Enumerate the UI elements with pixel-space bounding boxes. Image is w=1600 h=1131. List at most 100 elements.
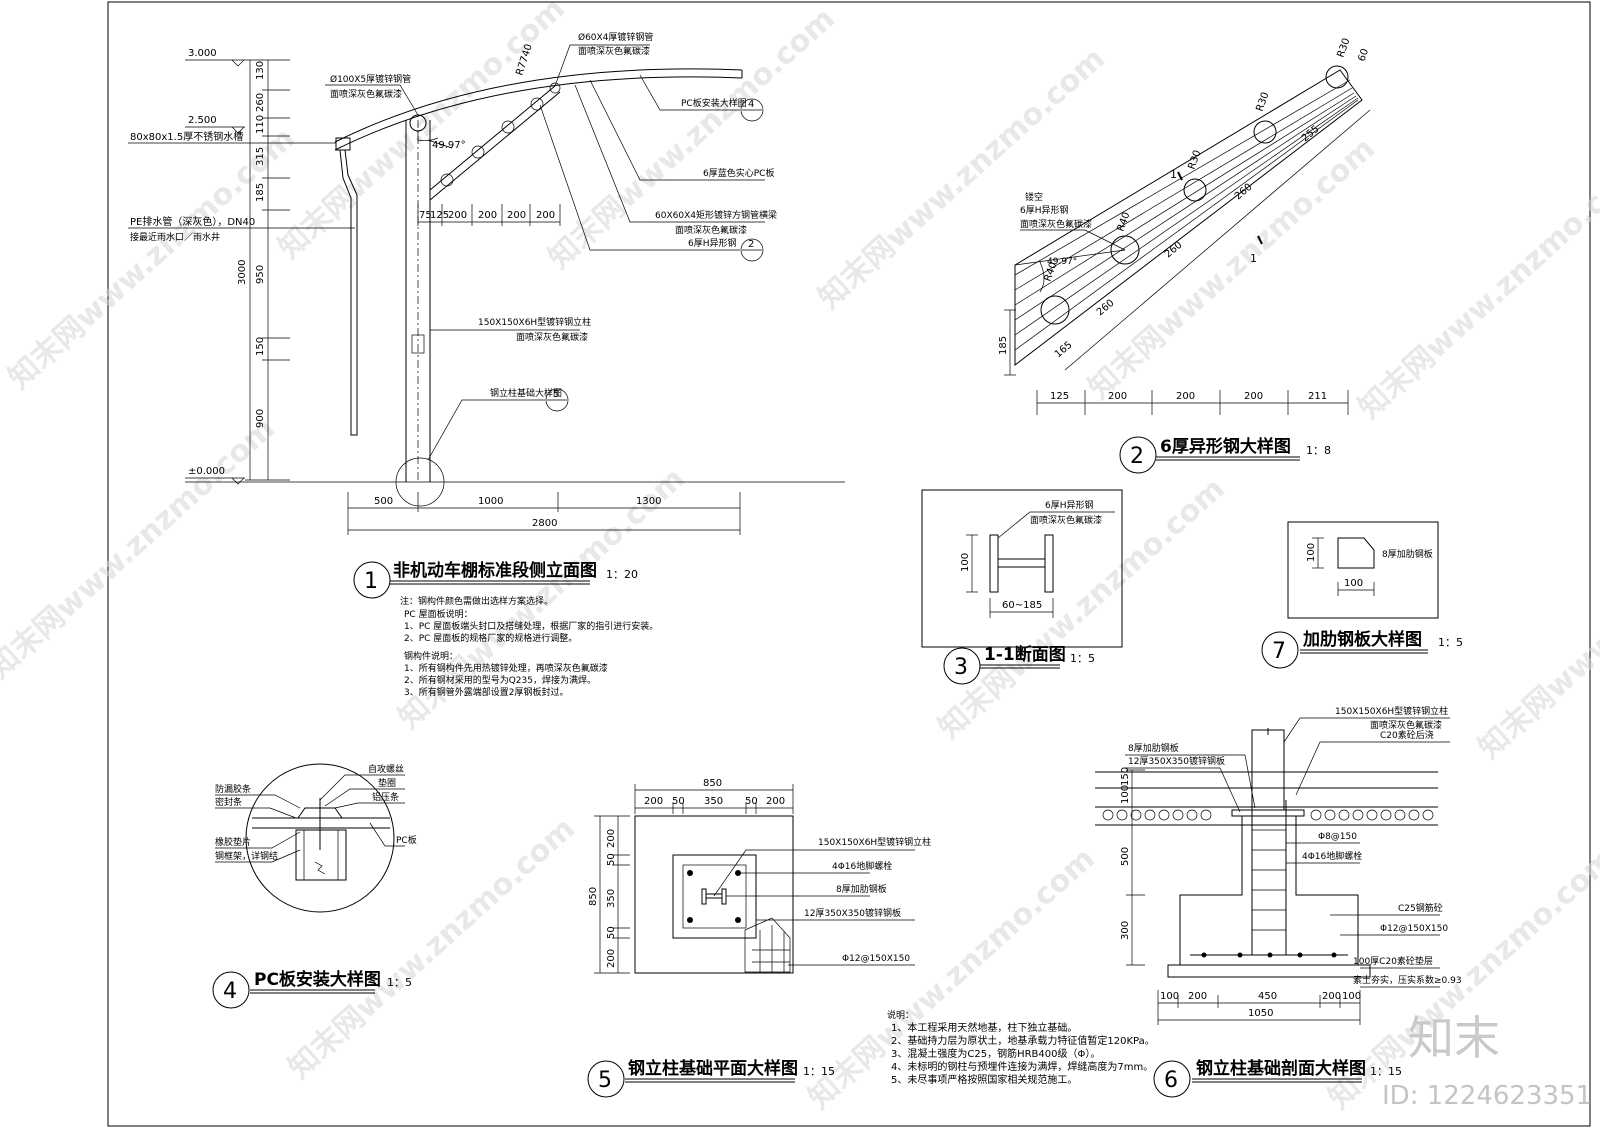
along-dim: 165: [1053, 340, 1075, 361]
hdim: 450: [1258, 991, 1277, 1002]
along-dim: 260: [1163, 240, 1185, 261]
cut-mark: 1: [1250, 252, 1257, 265]
pc-right-labels: 自攻螺丝 垫圈 铝压条 PC板: [319, 763, 417, 847]
annotation: 8厚加肋钢板: [836, 883, 887, 895]
hdim-total: 2800: [532, 518, 557, 529]
along-dim: 255: [1300, 124, 1322, 145]
annotation: 垫圈: [378, 777, 396, 789]
detail-title: PC板安装大样图: [254, 969, 381, 990]
watermark: 知末网www.znzmo.com: [932, 471, 1232, 746]
hdim: 1000: [478, 496, 503, 507]
annotation: 8厚加肋钢板: [1128, 742, 1179, 754]
left-dim: 200: [606, 829, 617, 848]
left-dim: 200: [606, 949, 617, 968]
beam-dim: 125: [430, 210, 449, 221]
footing-callout-circle: [395, 457, 445, 507]
ref-number: 2: [748, 239, 754, 250]
beam-dim: 200: [507, 210, 526, 221]
detail-number: 4: [223, 979, 237, 1004]
radius-label: R30: [1186, 149, 1203, 171]
annotation: 铝压条: [372, 791, 399, 803]
annotation: C20素砼后浇: [1380, 729, 1434, 741]
note-head: 说明：: [887, 1009, 914, 1021]
dim-60: 60: [1356, 47, 1371, 63]
section-label: 6厚H异形钢: [1045, 499, 1094, 511]
annotation: 4Φ16地脚螺栓: [832, 860, 892, 872]
vdim: 185: [255, 183, 266, 202]
hdim: 1300: [636, 496, 661, 507]
level-label: ±0.000: [188, 466, 225, 477]
hdim: 211: [1308, 391, 1327, 402]
annotation: Φ12@150X150: [842, 954, 910, 964]
annotation: 密封条: [215, 796, 242, 808]
vdim: 500: [1120, 847, 1131, 866]
watermark: 知末网www.znzmo.com: [272, 0, 572, 266]
annotation: 150X150X6H型镀锌钢立柱: [818, 836, 931, 848]
annotation: Φ8@150: [1318, 832, 1357, 842]
beam-dim: 200: [448, 210, 467, 221]
column-label: 150X150X6H型镀锌钢立柱: [478, 316, 591, 328]
detail-scale: 1：5: [387, 976, 412, 989]
annotation: 自攻螺丝: [368, 763, 404, 775]
elevation-leaders: Ø60X4厚镀锌钢管 面喷深灰色氟碳漆 Ø100X5厚镀锌钢管 面喷深灰色氟碳漆…: [325, 31, 777, 461]
ref-number: 5: [553, 389, 559, 400]
vdim: 900: [255, 409, 266, 428]
image-id: ID: 1224623351: [1382, 1081, 1592, 1111]
square-tube-sub: 面喷深灰色氟碳漆: [675, 224, 747, 236]
hdim: 100: [1160, 991, 1179, 1002]
vdim: 100: [960, 553, 971, 572]
detail-title: 1-1断面图: [984, 644, 1066, 665]
level-marks: 3.000 2.500 ±0.000: [185, 48, 245, 485]
gutter-and-drain: [128, 137, 358, 436]
pipe60-label: Ø60X4厚镀锌钢管: [578, 31, 653, 43]
vdim: 950: [255, 265, 266, 284]
gravel-pattern: [1102, 809, 1434, 821]
brand-logo: 知末: [1408, 1011, 1500, 1065]
detail-title: 钢立柱基础剖面大样图: [1196, 1058, 1366, 1079]
h-steel-label: 6厚H异形钢: [688, 237, 737, 249]
hdim: 500: [374, 496, 393, 507]
note-line: 1、本工程采用天然地基，柱下独立基础。: [891, 1021, 1077, 1034]
note-line: 3、所有钢管外露端部设置2厚钢板封过。: [404, 686, 568, 698]
vdim: 110: [255, 115, 266, 134]
beam-dim: 200: [536, 210, 555, 221]
detail-6-footing-section: 8厚加肋钢板 12厚350X350镀锌钢板 150X150X6H型镀锌钢立柱 面…: [1095, 705, 1462, 1098]
detail-scale: 1：5: [1438, 636, 1463, 649]
sheet-border: [107, 1, 1591, 1127]
detail-title: 6厚异形钢大样图: [1160, 436, 1291, 457]
vdim: 130: [255, 61, 266, 80]
note-head: 钢构件说明：: [404, 650, 458, 662]
level-label: 3.000: [188, 48, 217, 59]
annotation: Φ12@150X150: [1380, 924, 1448, 934]
hdim: 100: [1342, 991, 1361, 1002]
notes-1: 注：钢构件颜色需做出选样方案选择。 PC 屋面板说明： 1、PC 屋面板端头封口…: [400, 595, 658, 698]
top-dim: 200: [766, 796, 785, 807]
vdim: 260: [255, 93, 266, 112]
left-dim: 350: [606, 889, 617, 908]
angle-label: 49.97°: [432, 140, 466, 151]
pc-sheet-label: 6厚蓝色实心PC板: [703, 167, 774, 179]
vdim: 100: [1120, 785, 1131, 804]
note-line: 4、未标明的钢柱与预埋件连接为满焊，焊缝高度为7mm。: [891, 1060, 1153, 1073]
rebar-grid: [752, 925, 790, 972]
watermark: 知末网www.znzmo.com: [1352, 151, 1600, 426]
top-dim: 50: [672, 796, 685, 807]
annotation: 防漏胶条: [215, 783, 251, 795]
radius-label: R30: [1254, 91, 1271, 113]
annotation: 100厚C20素砼垫层: [1353, 955, 1433, 967]
left-total: 850: [588, 887, 599, 906]
elevation-hdims: 500 1000 1300 2800: [347, 492, 741, 535]
detail-number: 6: [1164, 1068, 1178, 1093]
detail-scale: 1：8: [1306, 444, 1331, 457]
note-line: 1、所有钢构件先用热镀锌处理，再喷深灰色氟碳漆: [404, 662, 608, 674]
annotation: 12厚350X350镀锌钢板: [804, 907, 901, 919]
detail-scale: 1：20: [606, 568, 638, 581]
annotation: 素土夯实，压实系数≥0.93: [1353, 974, 1462, 986]
ref-number: 4: [748, 99, 754, 110]
watermark: 知末网www.znzmo.com: [282, 811, 582, 1086]
vdim: 100: [1306, 543, 1317, 562]
hdim: 200: [1244, 391, 1263, 402]
detail-number: 3: [954, 655, 968, 680]
rib-label: 8厚加肋钢板: [1382, 548, 1433, 560]
annotation: 面喷深灰色氟碳漆: [1020, 218, 1092, 230]
